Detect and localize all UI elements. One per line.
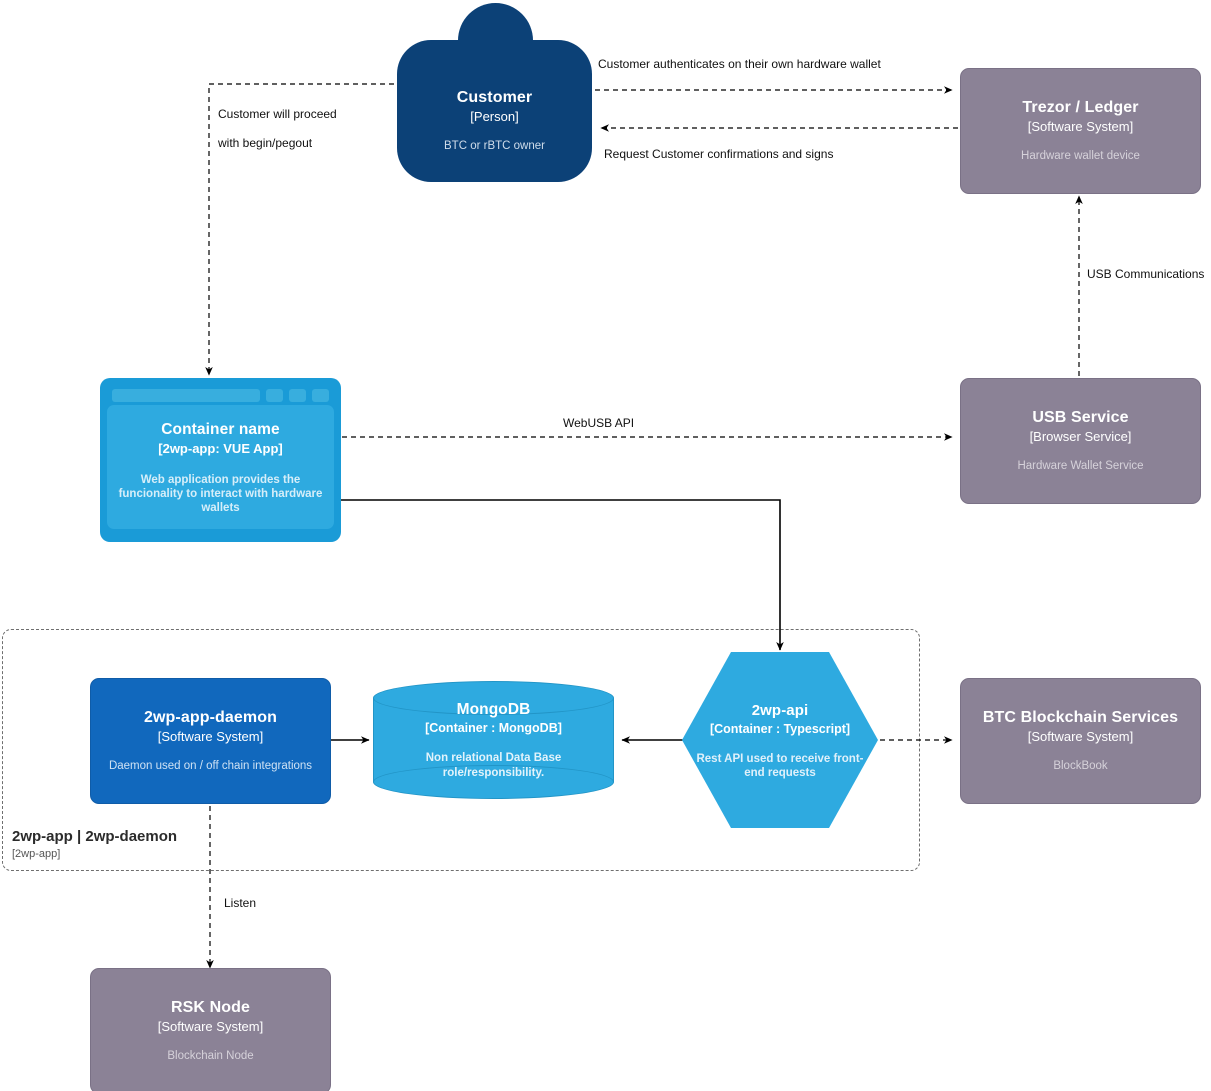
node-tech: [Container : Typescript] (709, 721, 851, 736)
browser-button-close-icon[interactable] (312, 388, 329, 402)
node-desc: Web application provides the funcionalit… (118, 473, 323, 514)
node-desc: Non relational Data Base role/responsibi… (425, 751, 562, 779)
node-desc: BlockBook (1053, 760, 1108, 772)
edge-label-customer-to-container-line1: Customer will proceed (218, 107, 337, 121)
node-title: 2wp-app-daemon (144, 709, 277, 726)
edge-label-customer-to-trezor: Customer authenticates on their own hard… (598, 57, 881, 71)
node-2wp-api[interactable]: 2wp-api [Container : Typescript] Rest AP… (682, 652, 878, 828)
node-title: 2wp-api (751, 701, 809, 719)
node-mongodb[interactable]: MongoDB [Container : MongoDB] Non relati… (373, 681, 614, 799)
browser-button-maximize-icon[interactable] (289, 388, 306, 402)
node-tech: [Software System] (157, 729, 264, 744)
edge-label-trezor-to-customer: Request Customer confirmations and signs (604, 147, 834, 161)
node-title: Container name (161, 420, 280, 438)
node-desc: Rest API used to receive front-end reque… (696, 752, 864, 779)
node-customer[interactable]: Customer [Person] BTC or rBTC owner (397, 3, 592, 182)
boundary-tech: [2wp-app] (12, 848, 61, 860)
node-title: Trezor / Ledger (1022, 99, 1139, 116)
boundary-label: 2wp-app | 2wp-daemon [2wp-app] (12, 827, 252, 862)
node-tech: [Person] (470, 109, 519, 124)
hexagon-label: 2wp-api [Container : Typescript] Rest AP… (682, 652, 878, 828)
node-usb-service[interactable]: USB Service [Browser Service] Hardware W… (960, 378, 1201, 504)
browser-button-minimize-icon[interactable] (266, 388, 283, 402)
node-desc: BTC or rBTC owner (444, 140, 545, 152)
node-tech: [Software System] (157, 1019, 264, 1034)
node-title: USB Service (1032, 409, 1129, 426)
node-desc: Daemon used on / off chain integrations (108, 760, 313, 772)
node-tech: [Software System] (1027, 119, 1134, 134)
node-trezor-ledger[interactable]: Trezor / Ledger [Software System] Hardwa… (960, 68, 1201, 194)
node-2wp-app-daemon[interactable]: 2wp-app-daemon [Software System] Daemon … (90, 678, 331, 804)
node-desc: Hardware wallet device (1021, 150, 1140, 162)
node-btc-blockchain-services[interactable]: BTC Blockchain Services [Software System… (960, 678, 1201, 804)
edge-label-customer-to-container-line2: with begin/pegout (218, 136, 313, 150)
node-tech: [Browser Service] (1029, 429, 1132, 444)
edge-label-listen: Listen (224, 896, 257, 910)
edge-label-webusb-api: WebUSB API (563, 416, 635, 430)
db-top-ellipse (373, 681, 614, 715)
node-container-name[interactable]: Container name [2wp-app: VUE App] Web ap… (100, 378, 341, 542)
browser-url-bar (112, 388, 260, 402)
browser-title-bar (107, 385, 334, 405)
node-title: Customer (456, 89, 533, 106)
boundary-title: 2wp-app | 2wp-daemon (12, 828, 178, 845)
node-title: BTC Blockchain Services (982, 709, 1179, 726)
person-body: Customer [Person] BTC or rBTC owner (397, 40, 592, 182)
node-desc: Hardware Wallet Service (1017, 460, 1144, 472)
node-rsk-node[interactable]: RSK Node [Software System] Blockchain No… (90, 968, 331, 1091)
hexagon-shape (682, 652, 878, 828)
browser-content: Container name [2wp-app: VUE App] Web ap… (107, 405, 334, 529)
edge-customer-to-container (205, 83, 394, 376)
node-title: RSK Node (170, 999, 251, 1016)
node-tech: [Software System] (1027, 729, 1134, 744)
db-bottom-ellipse (373, 765, 614, 799)
node-title: MongoDB (456, 700, 531, 718)
db-label: MongoDB [Container : MongoDB] Non relati… (373, 681, 614, 799)
node-tech: [Container : MongoDB] (425, 720, 562, 735)
node-tech: [2wp-app: VUE App] (158, 440, 283, 456)
edge-label-usb-communications: USB Communications (1087, 267, 1205, 281)
node-desc: Blockchain Node (167, 1050, 254, 1062)
edge-container-to-api (341, 499, 784, 651)
